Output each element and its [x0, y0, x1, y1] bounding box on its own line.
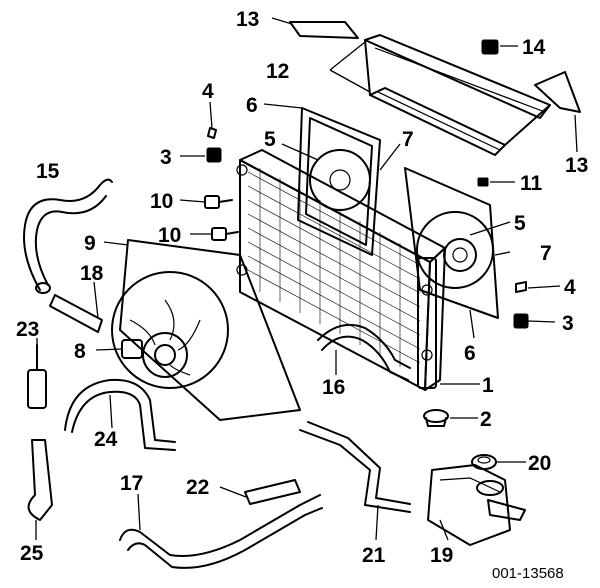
callout-10-upper: 10 — [150, 190, 173, 213]
coolant-reservoir — [427, 464, 526, 546]
callout-23: 23 — [16, 318, 39, 341]
callout-5-right: 5 — [514, 212, 526, 235]
callout-3-right: 3 — [562, 312, 574, 335]
callout-labels: 13 14 12 4 6 5 7 13 3 15 10 11 10 5 9 7 … — [16, 8, 588, 567]
callout-1: 1 — [482, 374, 494, 397]
rear-fan-shroud — [297, 107, 381, 256]
clip-part — [481, 39, 499, 55]
radiator-cap-2 — [423, 409, 449, 427]
front-fan-shroud — [404, 167, 499, 319]
hose-17 — [119, 494, 321, 557]
callout-14: 14 — [522, 36, 546, 59]
callout-7-right: 7 — [540, 242, 552, 265]
fastener-3-right — [513, 313, 529, 329]
hose-24 — [64, 378, 176, 443]
bolt-10-upper — [204, 195, 233, 209]
bracket-top — [289, 21, 359, 39]
callout-9: 9 — [84, 232, 96, 255]
callout-4-right: 4 — [564, 276, 576, 299]
callout-21: 21 — [362, 544, 386, 567]
callout-22: 22 — [186, 476, 209, 499]
hose-22 — [244, 479, 301, 505]
callout-5-top: 5 — [264, 128, 276, 151]
callout-13-right: 13 — [565, 154, 588, 177]
leader-lines — [35, 17, 578, 541]
callout-6-right: 6 — [464, 342, 476, 365]
callout-15: 15 — [36, 160, 60, 183]
bolt-10-lower — [211, 227, 239, 241]
callout-13-top: 13 — [236, 8, 259, 31]
callout-18: 18 — [80, 262, 104, 285]
clip-4-right — [515, 281, 527, 293]
radiator — [236, 149, 446, 391]
clip-4-top — [207, 127, 217, 139]
hose-16 — [317, 324, 411, 369]
callout-4-top: 4 — [202, 80, 214, 103]
callout-6-top: 6 — [246, 94, 258, 117]
callout-20: 20 — [528, 452, 551, 475]
fastener-3-top — [206, 147, 222, 163]
callout-2: 2 — [480, 408, 492, 431]
callout-3-top: 3 — [160, 146, 172, 169]
switch-23 — [27, 344, 47, 409]
hose-21 — [299, 429, 411, 513]
callout-17: 17 — [120, 472, 143, 495]
callout-24: 24 — [94, 428, 118, 451]
bracket-right — [534, 71, 581, 113]
callout-10-lower: 10 — [158, 224, 181, 247]
hose-18 — [49, 294, 103, 333]
hose-25 — [27, 439, 53, 521]
fan-assembly — [111, 239, 301, 421]
hose-upper-left — [23, 178, 113, 291]
callout-19: 19 — [430, 544, 453, 567]
callout-12: 12 — [266, 60, 289, 83]
callout-25: 25 — [20, 542, 44, 565]
callout-16: 16 — [322, 376, 345, 399]
hose-upper-left-inner — [34, 195, 107, 286]
callout-7-top: 7 — [402, 128, 414, 151]
reservoir-cap-20 — [471, 454, 497, 470]
screw-11 — [477, 177, 489, 187]
callout-8: 8 — [74, 340, 86, 363]
callout-11: 11 — [520, 172, 543, 195]
reference-number: 001-13568 — [492, 565, 564, 582]
upper-radiator-support — [364, 34, 551, 156]
